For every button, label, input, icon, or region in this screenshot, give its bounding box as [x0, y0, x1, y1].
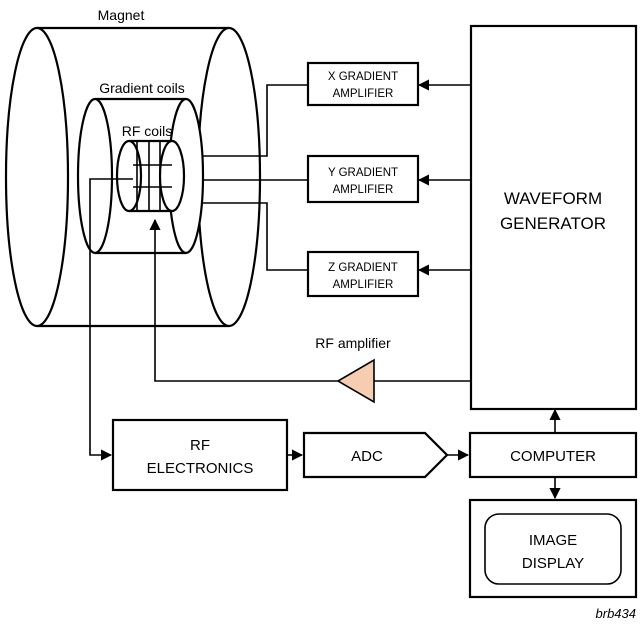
z-amp-line2: AMPLIFIER: [333, 279, 394, 291]
y-amp-line1: Y GRADIENT: [328, 167, 398, 179]
z-amp-line1: Z GRADIENT: [328, 262, 398, 274]
z-gradient-amplifier: Z GRADIENT AMPLIFIER: [306, 250, 420, 298]
rf-coils: [115, 139, 186, 213]
y-amp-line2: AMPLIFIER: [333, 184, 394, 196]
magnet: [4, 26, 262, 328]
x-gradient-lead: [203, 84, 308, 157]
image-display-line2: DISPLAY: [522, 555, 584, 572]
computer-label: COMPUTER: [510, 448, 596, 465]
image-display: IMAGE DISPLAY: [468, 498, 638, 599]
gradient-coils-label: Gradient coils: [99, 80, 185, 96]
adc-label: ADC: [351, 448, 383, 465]
connections: [89, 79, 561, 500]
waveform-generator: WAVEFORM GENERATOR: [469, 24, 638, 411]
magnet-label: Magnet: [98, 7, 145, 23]
rf-coils-label: RF coils: [122, 123, 173, 139]
figure-id-label: brb434: [596, 606, 636, 621]
rf-electronics: RF ELECTRONICS: [111, 418, 289, 492]
image-display-line1: IMAGE: [529, 532, 577, 549]
rf-electronics-line2: ELECTRONICS: [147, 460, 254, 477]
x-amp-line2: AMPLIFIER: [333, 88, 394, 100]
rf-amplifier: [336, 358, 375, 404]
wg-line2: GENERATOR: [500, 214, 606, 233]
coil-to-rf-electronics-arrow: [89, 178, 133, 461]
rf-amp-to-coil-arrow: [149, 218, 338, 382]
gradient-coils: [76, 97, 205, 255]
z-gradient-lead: [203, 202, 308, 271]
computer: COMPUTER: [468, 431, 638, 479]
x-amp-line1: X GRADIENT: [328, 71, 398, 83]
rf-electronics-line1: RF: [190, 437, 210, 454]
x-gradient-amplifier: X GRADIENT AMPLIFIER: [306, 61, 420, 107]
adc: ADC: [302, 431, 449, 479]
y-gradient-amplifier: Y GRADIENT AMPLIFIER: [306, 154, 420, 204]
rf-amplifier-label: RF amplifier: [315, 335, 391, 351]
wg-line1: WAVEFORM: [504, 189, 602, 208]
